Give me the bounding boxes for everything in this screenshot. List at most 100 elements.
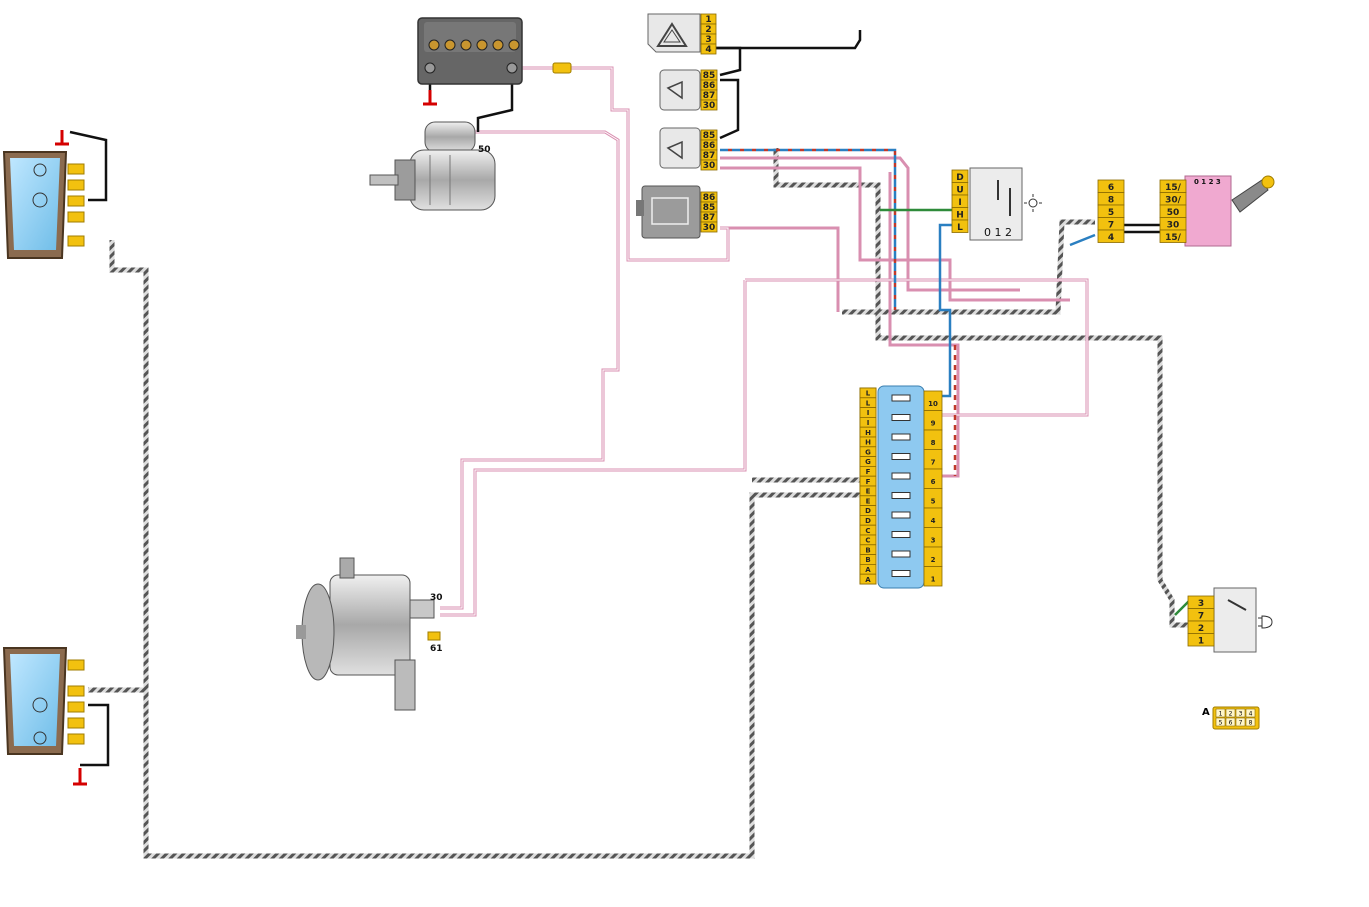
alternator-pin-61 <box>427 631 441 641</box>
harness-trunks <box>88 148 1190 859</box>
rear-switch-pins-pin-label: 3 <box>1198 599 1204 609</box>
relay-upper-pins-pin-label: 30 <box>703 101 716 111</box>
rear-light-switch <box>1213 587 1257 653</box>
starter-terminal-label: 50 <box>478 145 491 155</box>
fuse <box>891 394 911 402</box>
connector-legend-label: 3 <box>1239 711 1243 718</box>
fuse <box>891 492 911 499</box>
light-switch-positions: 0 1 2 <box>984 226 1012 239</box>
ignition-switch-positions: 0 1 2 3 <box>1194 178 1221 186</box>
ignition-switch-pins-pin-label: 50 <box>1167 208 1180 218</box>
ignition-switch <box>1184 175 1232 247</box>
light-switch <box>969 167 1023 241</box>
battery <box>417 17 523 85</box>
headlight-rear-pins <box>67 659 85 745</box>
connector-legend-label: 4 <box>1249 711 1253 718</box>
relay-lower-pins-pin-label: 86 <box>703 141 716 151</box>
fuse-right-pins-pin-label: 6 <box>931 478 936 486</box>
ignition-switch-pins-pin-label: 30/ <box>1165 195 1182 205</box>
fuse-left-pins-pin-label: F <box>866 468 871 476</box>
fuse-left-pins-pin-label: F <box>866 478 871 486</box>
ignition-connector-pins-pin <box>1097 229 1125 243</box>
connector-legend-label: 5 <box>1219 720 1223 727</box>
fuse-left-pins-pin-label: E <box>866 488 871 496</box>
fuse-left-pins-pin-label: C <box>865 527 870 535</box>
fuse-left-pins-pin-label: B <box>865 546 870 554</box>
relay-lower <box>659 127 701 169</box>
relay-lower-pins-pin-label: 30 <box>703 161 716 171</box>
relay-small-pins-pin-label: 85 <box>703 203 716 213</box>
fuse-right-pins-pin-label: 10 <box>928 400 938 408</box>
fuse <box>891 570 911 577</box>
rear-switch-pins-pin-label: 1 <box>1198 636 1204 646</box>
fuse-right-pins-pin-label: 2 <box>931 556 936 564</box>
light-switch-pins-pin-label: U <box>956 185 963 195</box>
battery-ground-icon <box>423 90 437 106</box>
starter-motor <box>369 121 496 211</box>
fuse-right-pins-pin <box>923 566 943 587</box>
fuse-left-pins-pin-label: I <box>867 409 870 417</box>
connector-legend-cell <box>1245 708 1256 718</box>
fuse-right-pins-pin-label: 8 <box>931 439 936 447</box>
connector-legend-label: 7 <box>1239 720 1243 727</box>
relay-small-pins-pin-label: 30 <box>703 223 716 233</box>
hazard-switch-pins-pin-label: 3 <box>705 35 711 45</box>
fuse-left-pins-pin-label: G <box>865 458 871 466</box>
fuse <box>891 433 911 441</box>
fuse-right-pins-pin-label: 5 <box>931 498 936 506</box>
hazard-warning-icon <box>663 29 681 43</box>
key-icon <box>1231 175 1275 213</box>
fuse-right-pins-pin-label: 9 <box>931 420 936 428</box>
connector-pins: 1234858687308586873086858730DUIHL6857415… <box>700 13 1256 727</box>
connector-legend-cell <box>1215 717 1226 727</box>
ignition-connector-pins-pin-label: 8 <box>1108 195 1114 205</box>
rear-switch-pins-pin-label: 7 <box>1198 611 1204 621</box>
connector-legend-cell <box>1235 708 1246 718</box>
rear-switch-pins: 3 7 2 1 <box>1187 595 1215 647</box>
relay-upper-pins-pin-label: 87 <box>703 91 716 101</box>
fuse-left-pins-pin-label: L <box>866 390 871 398</box>
pink-wires-inner <box>440 67 1088 616</box>
headlight-front-pins <box>67 163 85 247</box>
connector-legend-label: 6 <box>1229 720 1233 727</box>
ignition-connector-pins-pin-label: 7 <box>1108 220 1114 230</box>
relay-small-pins-pin-label: 87 <box>703 213 716 223</box>
ignition-connector-pins-pin-label: 6 <box>1108 183 1114 193</box>
headlight-front-ground-icon <box>55 130 69 146</box>
fuse <box>891 531 911 538</box>
fuse <box>891 453 911 460</box>
fuse-left-pins-pin-label: E <box>866 497 871 505</box>
ignition-switch-pins-pin-label: 30 <box>1167 220 1180 230</box>
alternator-terminal-61: 61 <box>430 644 443 654</box>
fuse-left-pins-pin-label: A <box>865 566 871 574</box>
fuse <box>891 550 911 558</box>
fuse-left-pins-pin-label: H <box>865 439 871 447</box>
fuse-left-pins-pin-label: B <box>865 556 870 564</box>
rear-switch-pins-pin-label: 2 <box>1198 624 1204 634</box>
connector-legend-label: 2 <box>1229 711 1233 718</box>
light-switch-pins-pin-label: D <box>956 173 963 183</box>
fuse-left-pins-pin-label: I <box>867 419 870 427</box>
fuse-left-pins-pin-label: C <box>865 537 870 545</box>
connector-legend-cell <box>1225 717 1236 727</box>
headlight-rear-ground-icon <box>73 768 87 786</box>
ignition-switch-pins-pin-label: 15/ <box>1165 183 1182 193</box>
ignition-connector-pins-pin-label: 5 <box>1108 208 1114 218</box>
light-switch-pins-pin-label: I <box>958 198 961 208</box>
relay-lower-pins-pin-label: 87 <box>703 151 716 161</box>
fuse-left-pins-pin-label: D <box>865 517 871 525</box>
fuse <box>891 511 911 519</box>
relay-small-pins-pin-label: 86 <box>703 193 716 203</box>
relay-upper <box>659 69 701 111</box>
connector-legend-cell <box>1215 708 1226 718</box>
